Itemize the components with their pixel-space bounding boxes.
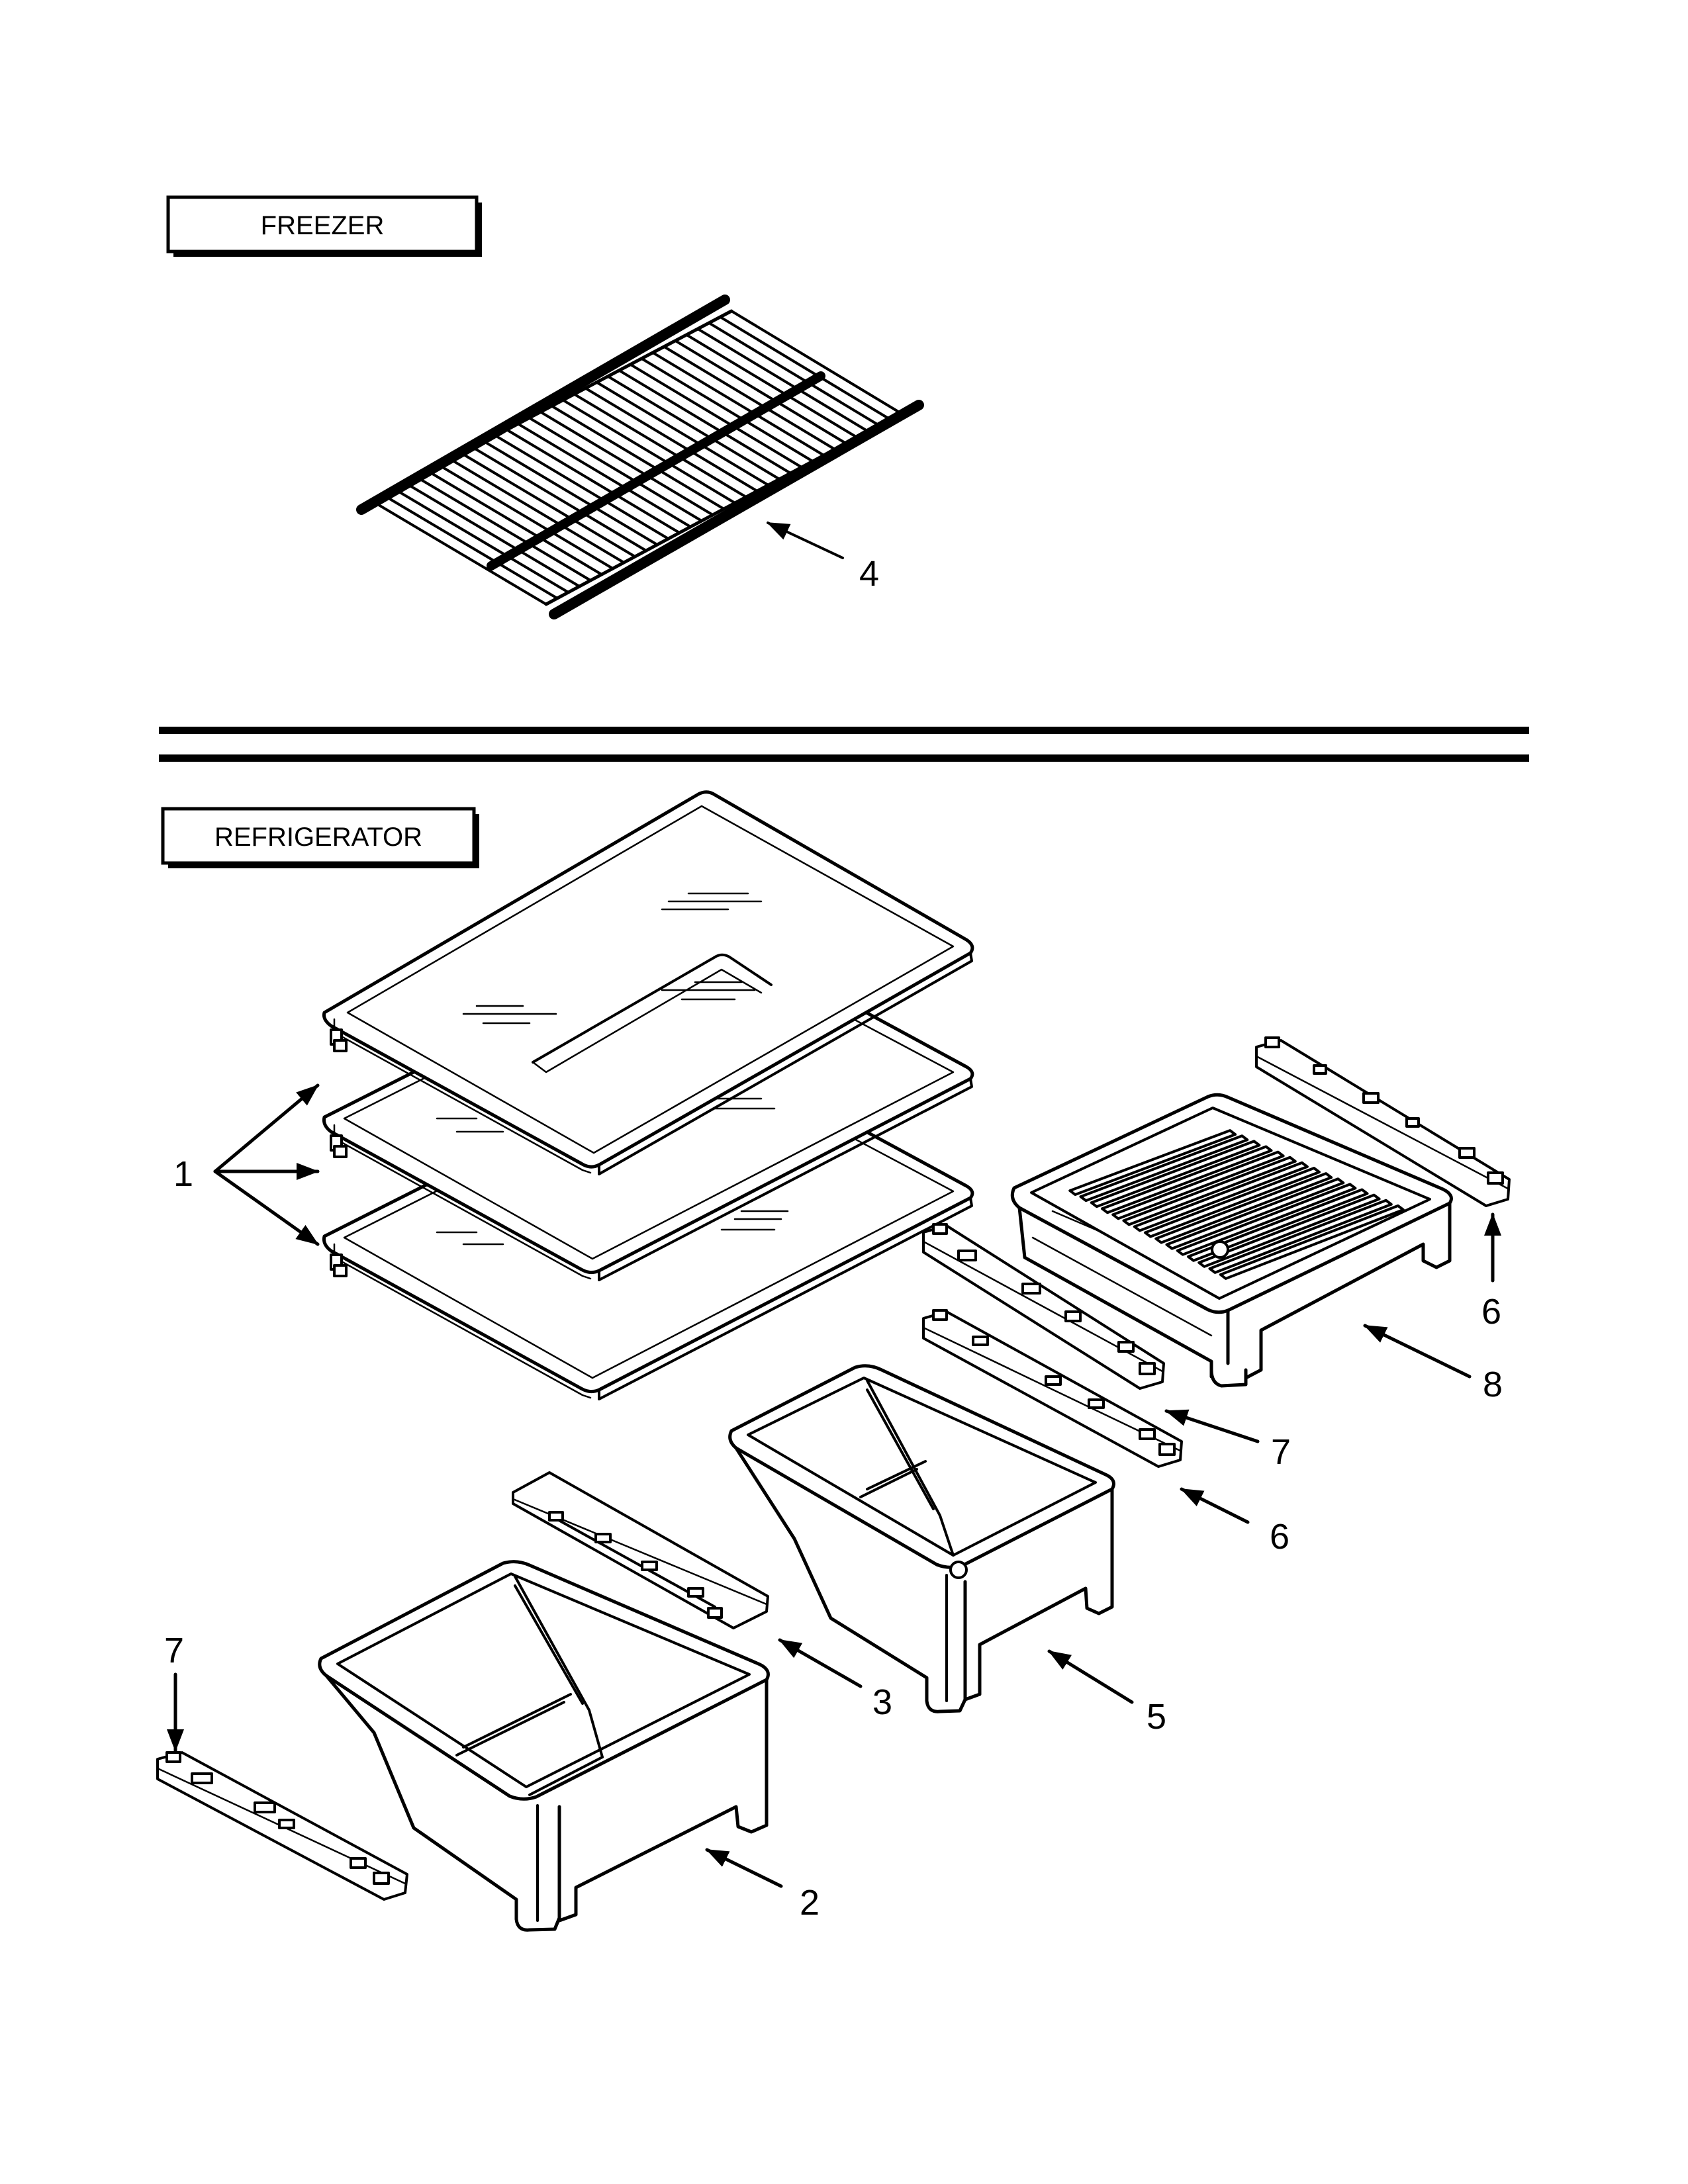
shelf-wire <box>629 363 803 469</box>
callout-arrow-5 <box>1047 1649 1134 1704</box>
tray-rib <box>1154 1172 1333 1244</box>
meat-tray <box>1010 1093 1453 1388</box>
slide-rail-mid-b <box>922 1309 1183 1468</box>
callout-arrow-1c <box>213 1169 320 1246</box>
tray-rib <box>1187 1188 1369 1262</box>
shelf-wire <box>393 488 570 594</box>
shelf-wire <box>730 310 903 415</box>
shelf-wire <box>528 416 703 522</box>
shelf-wire <box>719 315 892 421</box>
crisper-drawer-right <box>728 1364 1115 1713</box>
shelf-wire <box>584 387 759 492</box>
shelf-wire <box>483 440 659 546</box>
shelf-wire <box>550 404 726 510</box>
tray-rib <box>1208 1199 1393 1274</box>
wire-shelf <box>356 295 924 619</box>
slide-rail-left <box>156 1751 408 1901</box>
callout-6a: 6 <box>1481 1292 1501 1332</box>
freezer-label-box: FREEZER <box>166 195 482 257</box>
tray-rib <box>1079 1134 1249 1203</box>
shelf-wire <box>640 357 814 463</box>
shelf-wire <box>696 327 870 433</box>
shelf-wire <box>460 452 637 558</box>
shelf-wire <box>685 333 859 439</box>
shelf-wire <box>415 476 592 582</box>
shelf-wire <box>539 410 714 516</box>
callout-arrow-1a <box>213 1083 320 1173</box>
glass-shelf-top <box>322 790 974 1175</box>
callout-4: 4 <box>859 554 879 594</box>
crisper-cover <box>512 1471 769 1629</box>
shelf-wire <box>426 470 603 576</box>
tray-rib <box>1111 1150 1285 1220</box>
tray-rib <box>1144 1167 1321 1238</box>
shelf-wire <box>404 482 581 588</box>
shelf-wire <box>708 321 881 427</box>
shelf-wire <box>449 458 626 564</box>
shelf-wire <box>663 345 837 451</box>
callout-3: 3 <box>872 1682 892 1722</box>
tray-rib <box>1122 1156 1297 1226</box>
refrigerator-label: REFRIGERATOR <box>214 823 422 852</box>
refrigerator-label-box: REFRIGERATOR <box>161 807 479 868</box>
section-divider <box>159 727 1529 762</box>
shelf-wire <box>618 369 792 475</box>
callout-5: 5 <box>1147 1697 1166 1737</box>
callout-arrow-8 <box>1363 1324 1472 1379</box>
shelf-wire <box>438 464 614 570</box>
tray-rib <box>1068 1129 1237 1197</box>
callout-7b: 7 <box>164 1631 184 1670</box>
callout-arrow-2 <box>705 1848 783 1888</box>
callout-arrow-4 <box>767 522 844 559</box>
callout-arrow-7a <box>1164 1409 1260 1443</box>
shelf-wire <box>674 339 848 445</box>
shelf-wire <box>471 446 648 552</box>
tray-rib <box>1219 1204 1405 1280</box>
shelf-wire <box>595 381 770 486</box>
freezer-label: FREEZER <box>261 211 385 240</box>
slide-rail-top-right <box>1255 1036 1511 1207</box>
shelf-wire <box>606 375 781 480</box>
crisper-drawer-left <box>318 1560 770 1932</box>
shelf-wire <box>371 500 547 606</box>
callout-arrow-3 <box>778 1638 863 1688</box>
shelf-wire <box>505 428 681 534</box>
callout-8: 8 <box>1483 1365 1503 1404</box>
shelf-wire <box>516 422 692 528</box>
callout-7a: 7 <box>1271 1432 1291 1472</box>
callout-6b: 6 <box>1270 1517 1289 1557</box>
tray-rib <box>1165 1177 1345 1250</box>
callout-2: 2 <box>800 1883 820 1923</box>
shelf-wire <box>381 494 559 600</box>
tray-rib <box>1133 1161 1309 1232</box>
slide-rail-mid-a <box>922 1223 1165 1390</box>
shelf-wire <box>651 351 825 457</box>
callout-arrow-6b <box>1180 1487 1250 1524</box>
shelf-wire <box>573 392 748 498</box>
tray-rib <box>1090 1140 1261 1208</box>
glass-shelves <box>322 790 974 1400</box>
shelf-wire <box>494 434 670 540</box>
callout-1: 1 <box>173 1154 193 1194</box>
tray-rib <box>1197 1193 1381 1268</box>
tray-rib <box>1176 1183 1357 1256</box>
shelf-wire <box>561 398 737 504</box>
tray-rib <box>1101 1145 1273 1214</box>
